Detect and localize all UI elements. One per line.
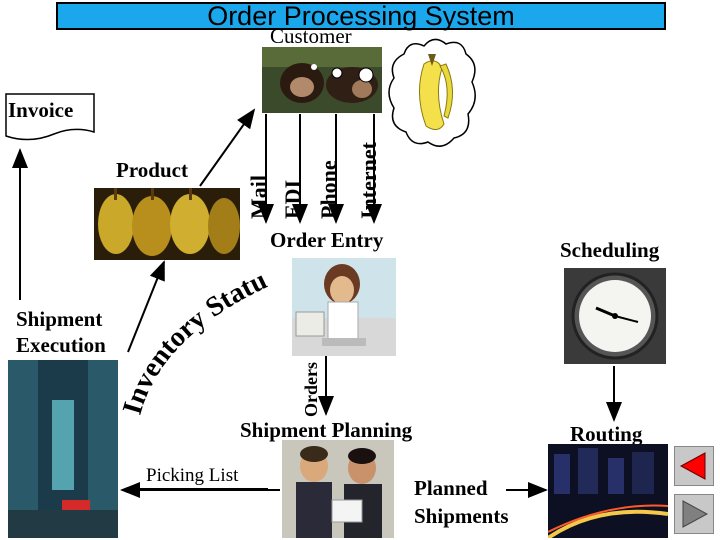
planned-shipments-line-1: Planned — [414, 476, 488, 500]
warehouse-photo — [8, 360, 118, 538]
city-night-photo — [548, 444, 668, 538]
forward-nav-icon — [682, 500, 709, 528]
back-nav-icon — [679, 452, 706, 480]
arrow-inventory-status — [127, 260, 165, 353]
shipment-execution-line-1: Shipment — [16, 307, 103, 331]
customer-label: Customer — [270, 24, 352, 48]
scheduling-label: Scheduling — [560, 238, 660, 262]
planned-shipments-line-2: Shipments — [414, 504, 509, 528]
product-label: Product — [116, 158, 188, 182]
banana-thought-bubble — [384, 34, 480, 152]
planned-shipments-label: Planned Shipments — [414, 474, 509, 530]
picking-list-label: Picking List — [146, 465, 239, 486]
forward-nav-button[interactable] — [674, 494, 714, 534]
inventory-status-edge-label: Inventory Status — [120, 268, 270, 418]
customer-photo — [262, 47, 382, 113]
invoice-label: Invoice — [8, 98, 74, 122]
product-photo — [94, 188, 240, 260]
title-bar — [56, 2, 666, 30]
page-title: Order Processing System — [207, 1, 515, 31]
order-entry-label: Order Entry — [270, 228, 384, 252]
clock-photo — [564, 268, 666, 364]
routing-label: Routing — [570, 422, 643, 446]
invoice-document-icon — [4, 92, 96, 144]
shipment-execution-label: Shipment Execution — [16, 306, 106, 358]
shipment-execution-line-2: Execution — [16, 333, 106, 357]
shipment-planning-label: Shipment Planning — [240, 418, 413, 442]
order-entry-photo — [292, 258, 396, 356]
planning-photo — [282, 440, 394, 538]
arrow-product-customer — [199, 108, 256, 187]
back-nav-button[interactable] — [674, 446, 714, 486]
